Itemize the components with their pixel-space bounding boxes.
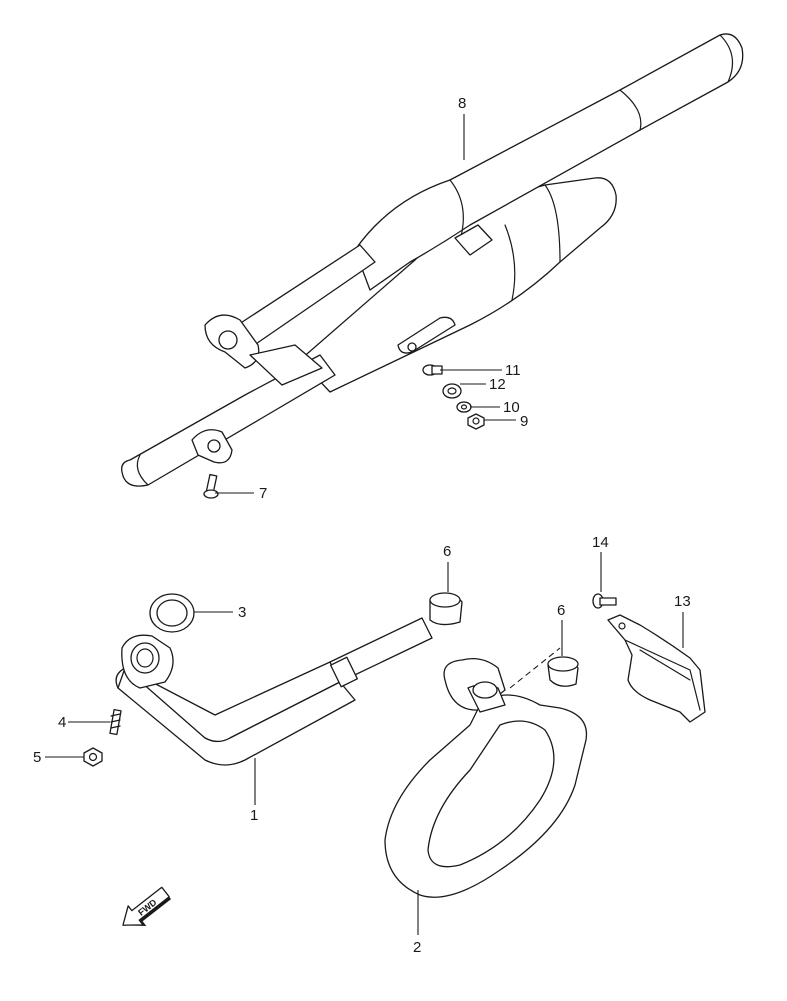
connector-pipe-lower <box>121 354 336 487</box>
callout-2: 2 <box>413 939 421 956</box>
cushion-12 <box>442 383 462 399</box>
callout-4: 4 <box>58 714 66 731</box>
callout-14: 14 <box>592 534 609 551</box>
hanger-hole <box>407 342 417 352</box>
bolt-14 <box>592 593 617 609</box>
muffler-assembly <box>121 33 744 487</box>
fwd-arrow-icon: FWD <box>122 886 172 926</box>
rear-exhaust-pipe <box>384 657 588 898</box>
callout-10: 10 <box>503 399 520 416</box>
heat-cover-13 <box>607 614 706 723</box>
connector-sleeve-lower <box>547 656 579 687</box>
callout-8: 8 <box>458 95 466 112</box>
nut-9 <box>467 413 485 430</box>
front-exhaust-pipe <box>115 617 433 766</box>
callout-6-lower: 6 <box>557 602 565 619</box>
gasket-3 <box>149 593 195 633</box>
front-muffler <box>354 33 744 291</box>
clamp-bore-upper <box>218 330 238 350</box>
bolt-11 <box>422 364 443 376</box>
callout-1: 1 <box>250 807 258 824</box>
assembly-guide-line <box>509 647 561 689</box>
bolt-7 <box>203 473 219 499</box>
muffler-bracket <box>454 224 493 256</box>
callout-3: 3 <box>238 604 246 621</box>
washer-10 <box>456 401 472 413</box>
callout-6-upper: 6 <box>443 543 451 560</box>
callout-13: 13 <box>674 593 691 610</box>
callout-7: 7 <box>259 485 267 502</box>
callout-9: 9 <box>520 413 528 430</box>
clamp-bore-lower <box>207 439 221 453</box>
callout-11: 11 <box>505 362 521 379</box>
callout-12: 12 <box>489 376 506 393</box>
connector-sleeve-upper <box>429 592 463 626</box>
stud-4 <box>109 709 122 736</box>
nut-5 <box>83 747 103 767</box>
callout-5: 5 <box>33 749 41 766</box>
